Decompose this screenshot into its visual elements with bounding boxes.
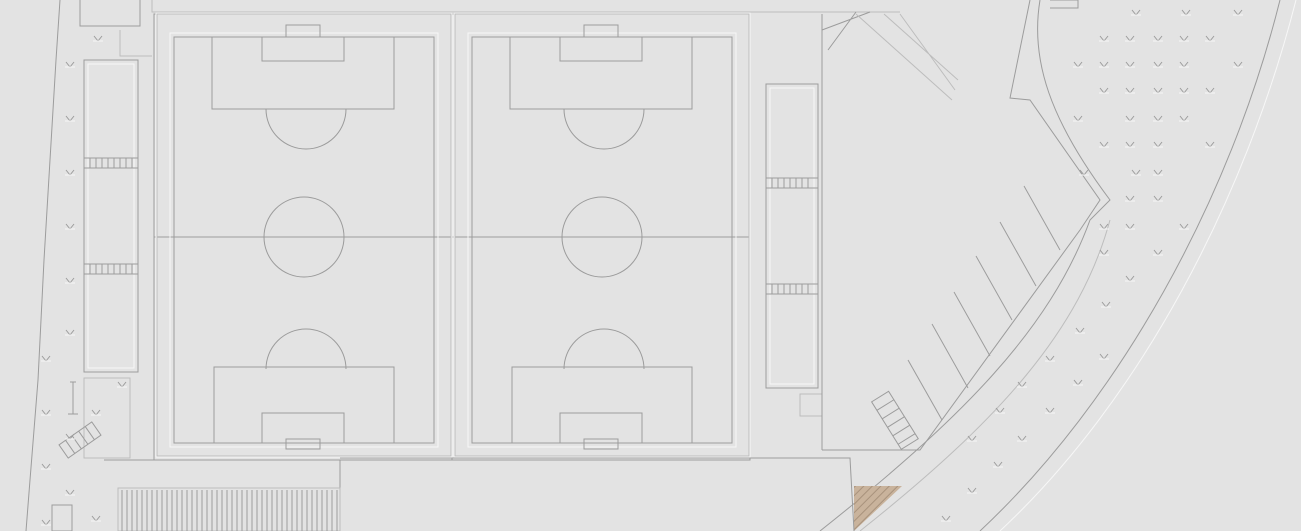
tree-icon (994, 407, 1006, 414)
tree-icon (1124, 275, 1136, 282)
tree-icon (40, 409, 52, 416)
tree-icon (1130, 169, 1142, 176)
tree-icon (64, 169, 76, 176)
tree-icon (1180, 9, 1192, 16)
bottom-buildings (104, 457, 855, 531)
tree-icon (90, 515, 102, 522)
tree-icon (1124, 141, 1136, 148)
tree-icon (1152, 87, 1164, 94)
tree-icon (64, 329, 76, 336)
tree-icon (1204, 141, 1216, 148)
tree-icon (1232, 61, 1244, 68)
tree-icon (1124, 61, 1136, 68)
tree-icon (1232, 9, 1244, 16)
tree-icon (1072, 379, 1084, 386)
tree-icon (1178, 35, 1190, 42)
site-boundary (25, 0, 900, 531)
tree-icon (1100, 301, 1112, 308)
planting-patch (854, 486, 902, 531)
tree-icon (64, 61, 76, 68)
tree-icon (1098, 61, 1110, 68)
tree-icon (64, 115, 76, 122)
tree-icon (40, 355, 52, 362)
tree-icon (1204, 87, 1216, 94)
tree-icon (40, 519, 52, 526)
football-pitch-right (453, 12, 751, 458)
tree-icon (92, 35, 104, 42)
tree-icon (1074, 327, 1086, 334)
tree-icon (64, 489, 76, 496)
tree-icon (116, 381, 128, 388)
tree-icon (1178, 223, 1190, 230)
tree-icon (1098, 35, 1110, 42)
tree-icon (1204, 35, 1216, 42)
tree-icon (1044, 407, 1056, 414)
tree-icon (1072, 61, 1084, 68)
tree-icon (1124, 87, 1136, 94)
tree-icon (1124, 35, 1136, 42)
tree-icon (966, 435, 978, 442)
tree-icon (1178, 61, 1190, 68)
left-building (51, 59, 139, 531)
tree-icon (966, 487, 978, 494)
tree-icon (1152, 195, 1164, 202)
tree-icon (1124, 115, 1136, 122)
tree-icon (1178, 115, 1190, 122)
parking-lot (821, 0, 1101, 451)
tree-icon (1124, 195, 1136, 202)
tree-icon (1098, 353, 1110, 360)
tree-icon (940, 515, 952, 522)
tree-icon (1130, 9, 1142, 16)
trees-group (40, 9, 1244, 526)
tree-icon (992, 461, 1004, 468)
tree-icon (1152, 115, 1164, 122)
football-pitch-left (155, 12, 453, 458)
tree-icon (1044, 355, 1056, 362)
tree-icon (1098, 141, 1110, 148)
tree-icon (1098, 87, 1110, 94)
pitches-group (153, 12, 751, 461)
right-building (765, 14, 823, 450)
curved-road (819, 0, 1297, 531)
tree-icon (1152, 141, 1164, 148)
tree-icon (1098, 249, 1110, 256)
tree-icon (90, 409, 102, 416)
tree-icon (1152, 169, 1164, 176)
tree-icon (64, 223, 76, 230)
tree-icon (1152, 249, 1164, 256)
tree-icon (64, 277, 76, 284)
tree-icon (40, 463, 52, 470)
tree-icon (1124, 223, 1136, 230)
tree-icon (1152, 61, 1164, 68)
tree-icon (1072, 115, 1084, 122)
tree-icon (1016, 435, 1028, 442)
tree-icon (1152, 35, 1164, 42)
tree-icon (1178, 87, 1190, 94)
